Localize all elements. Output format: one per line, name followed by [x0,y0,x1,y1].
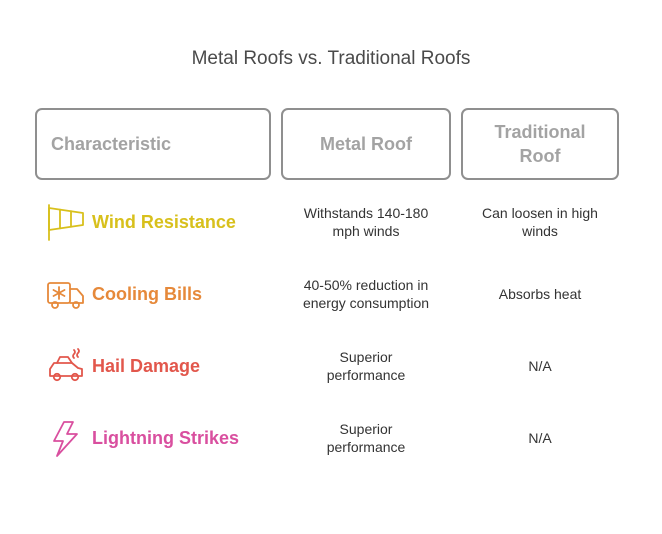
table-row-cooling-bills: Cooling Bills 40-50% reduction in energy… [0,270,662,318]
cell-metal-hail-damage: Superior performance [281,342,451,390]
header-metal-roof: Metal Roof [281,108,451,180]
table-row-wind-resistance: Wind Resistance Withstands 140-180 mph w… [0,198,662,246]
cell-metal-wind-resistance: Withstands 140-180 mph winds [281,198,451,246]
cell-metal-wind-resistance-text: Withstands 140-180 mph winds [303,205,429,239]
windsock-icon [48,204,84,241]
cell-metal-cooling-bills-text: 40-50% reduction in energy consumption [302,277,430,311]
row-label-cooling-bills: Cooling Bills [92,283,202,304]
damaged-car-icon [49,348,83,382]
cell-traditional-cooling-bills: Absorbs heat [461,270,619,318]
cell-metal-lightning-strikes: Superior performance [281,414,451,462]
cell-traditional-wind-resistance: Can loosen in high winds [461,198,619,246]
header-characteristic-label: Characteristic [51,134,172,154]
table-row-hail-damage: Hail Damage Superior performance N/A [0,342,662,390]
cell-traditional-hail-damage: N/A [461,342,619,390]
cell-metal-hail-damage-text: Superior performance [326,349,406,383]
cell-traditional-lightning-strikes: N/A [461,414,619,462]
cell-traditional-cooling-bills-text: Absorbs heat [498,286,582,302]
header-traditional-roof-label: Traditional Roof [494,122,586,166]
header-characteristic: Characteristic [35,108,271,180]
lightning-bolt-icon [53,421,78,457]
page-title: Metal Roofs vs. Traditional Roofs [191,48,471,69]
row-label-hail-damage: Hail Damage [92,355,201,376]
refrigerated-truck-icon [47,282,84,309]
cell-traditional-hail-damage-text: N/A [528,358,552,374]
table-row-lightning-strikes: Lightning Strikes Superior performance N… [0,414,662,462]
row-label-wind-resistance: Wind Resistance [92,211,236,232]
row-label-lightning-strikes: Lightning Strikes [92,427,240,448]
cell-metal-cooling-bills: 40-50% reduction in energy consumption [281,270,451,318]
header-metal-roof-label: Metal Roof [320,134,412,154]
cell-traditional-lightning-strikes-text: N/A [528,430,552,446]
header-traditional-roof: Traditional Roof [461,108,619,180]
cell-traditional-wind-resistance-text: Can loosen in high winds [482,205,598,239]
cell-metal-lightning-strikes-text: Superior performance [326,421,406,455]
